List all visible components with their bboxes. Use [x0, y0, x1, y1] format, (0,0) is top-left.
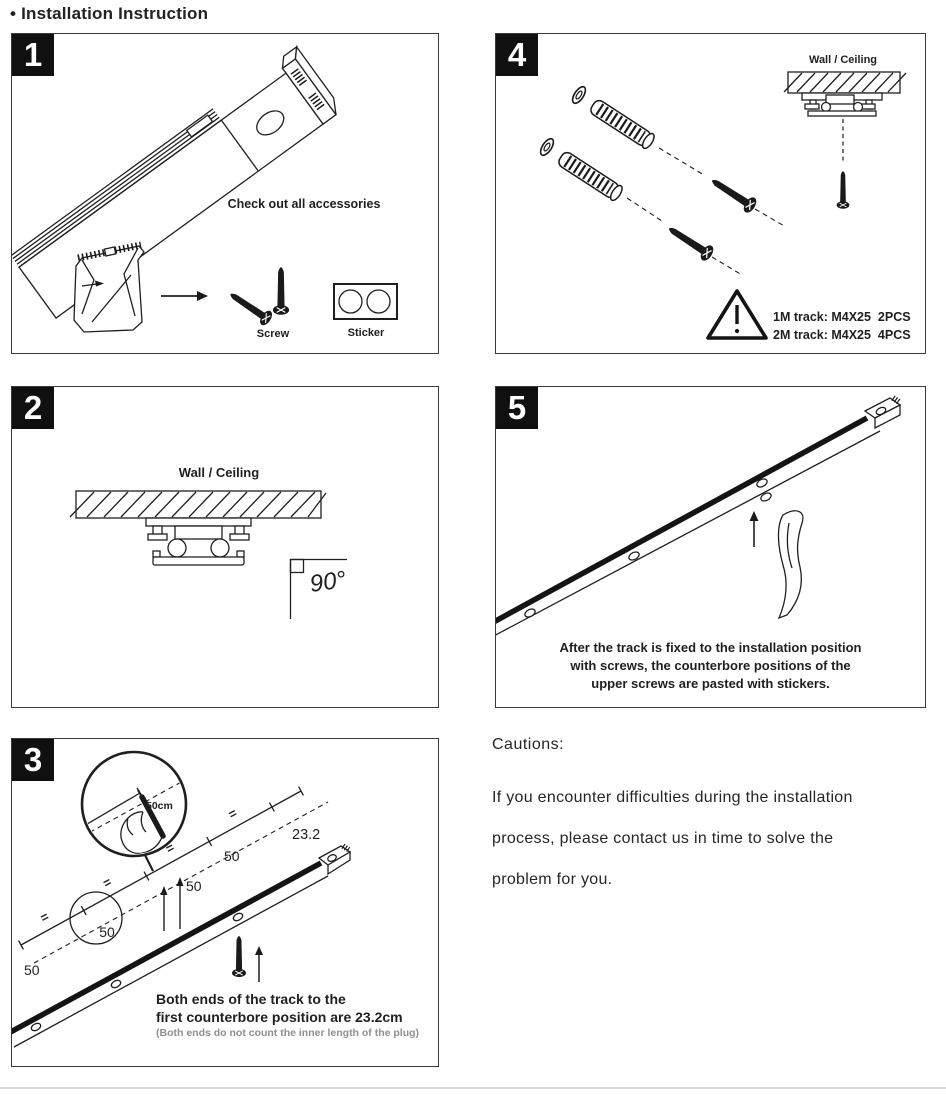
screw-icon — [225, 286, 276, 328]
hand-icon — [120, 811, 163, 854]
arrow-up-icon — [255, 946, 263, 982]
washer-icon — [537, 135, 557, 159]
arrow-right-icon — [161, 291, 208, 301]
dim-label-50: 50 — [99, 924, 115, 940]
step-2-wall-ceiling-label: Wall / Ceiling — [178, 465, 260, 480]
bag-icon — [73, 241, 145, 333]
equal-mark: = — [226, 805, 240, 822]
dim-label-50: 50 — [186, 878, 202, 894]
screw-icon — [231, 935, 247, 978]
sticker-fold-line — [786, 522, 793, 569]
angle-90-label: 90° — [308, 566, 348, 598]
screw-icon — [272, 266, 290, 316]
step-3-illustration: = = = = 50 50 50 50 23.2 — [12, 750, 352, 1048]
warning-triangle-icon — [706, 289, 768, 340]
panel-step-2: 2 Wall / Ceiling 90° — [11, 386, 439, 708]
track-icon — [12, 45, 337, 319]
cautions-heading: Cautions: — [492, 736, 565, 753]
magnifier-icon: 50cm — [80, 750, 188, 872]
screw-icon — [707, 172, 760, 216]
arrow-up-icon — [160, 886, 168, 931]
wall-section-icon — [69, 490, 327, 519]
step-5-caption: After the track is fixed to the installa… — [559, 640, 862, 691]
wall-anchor-assembly — [569, 83, 787, 228]
arrow-up-icon — [176, 877, 184, 929]
dim-label-23-2: 23.2 — [292, 827, 320, 843]
screw-label: Screw — [256, 328, 290, 340]
step-3-caption-note: (Both ends do not count the inner length… — [156, 1027, 420, 1039]
dim-label-50: 50 — [24, 962, 40, 978]
track-icon — [496, 395, 902, 636]
detail-circle — [69, 891, 123, 945]
step-5-illustration — [496, 395, 902, 636]
step-3-caption: Both ends of the track to the first coun… — [156, 991, 403, 1025]
dim-label-50cm: 50cm — [146, 800, 173, 812]
sticker-label: Sticker — [347, 327, 385, 339]
anchor-icon — [556, 150, 624, 202]
anchor-icon — [588, 98, 656, 150]
screw-icon — [664, 220, 717, 264]
pen-tip — [137, 789, 143, 798]
pen-icon — [139, 794, 166, 839]
step-1-illustration — [12, 45, 398, 333]
equal-mark: = — [38, 908, 52, 925]
track-profile-icon — [801, 92, 883, 117]
panel-step-4: 4 Wall / Ceiling 1M track: M4X25 2PCS 2M… — [495, 33, 926, 354]
step-2-illustration: 90° — [69, 490, 348, 619]
step-1-number-badge: 1 — [12, 34, 54, 76]
step-4-note-line1: 1M track: M4X25 2PCS — [773, 310, 911, 324]
washer-icon — [569, 83, 589, 107]
step-4-note-line2: 2M track: M4X25 4PCS — [773, 328, 911, 342]
cautions-line: If you encounter difficulties during the… — [492, 789, 853, 806]
track-profile-icon — [145, 517, 252, 566]
wall-anchor-assembly — [537, 135, 743, 276]
page-bottom-divider — [0, 1087, 946, 1089]
panel-step-1: 1 Check out all accessories Screw Sticke… — [11, 33, 439, 354]
step-1-caption: Check out all accessories — [227, 197, 381, 211]
screw-icon — [836, 170, 850, 210]
step-3-number-badge: 3 — [12, 739, 54, 781]
arrow-up-icon — [749, 511, 759, 547]
cautions-line: problem for you. — [492, 871, 613, 888]
panel-step-3: 3 Both ends of the track to the first co… — [11, 738, 439, 1067]
cautions-line: process, please contact us in time to so… — [492, 830, 834, 847]
cautions-section: Cautions: If you encounter difficulties … — [492, 736, 944, 900]
dim-label-50: 50 — [224, 848, 240, 864]
step-4-wall-ceiling-label: Wall / Ceiling — [808, 54, 878, 66]
step-4-number-badge: 4 — [496, 34, 538, 76]
sticker-icon — [333, 283, 398, 320]
wall-section-icon — [783, 71, 907, 94]
panel-step-5: 5 After the track is fixed to the instal… — [495, 386, 926, 708]
step-4-illustration — [537, 71, 907, 340]
track-icon — [12, 843, 352, 1048]
right-angle-icon — [289, 558, 347, 619]
step-2-number-badge: 2 — [12, 387, 54, 429]
step-5-number-badge: 5 — [496, 387, 538, 429]
dimension-line — [18, 786, 329, 964]
equal-mark: = — [100, 874, 114, 891]
page-title: • Installation Instruction — [10, 4, 209, 23]
